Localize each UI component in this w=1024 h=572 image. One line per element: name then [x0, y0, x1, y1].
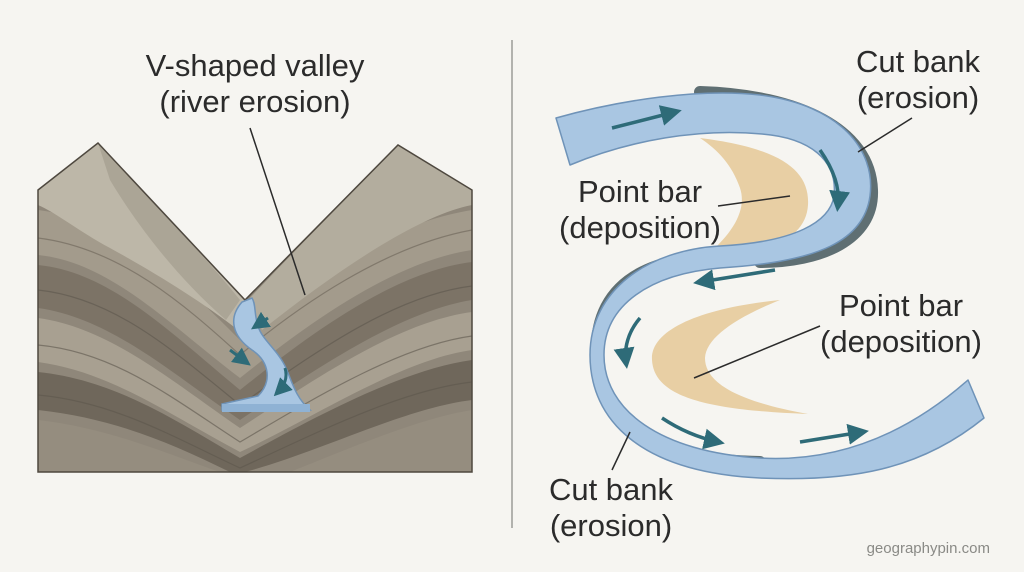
- valley-leader-line: [249, 127, 306, 296]
- watermark-text: geographypin.com: [866, 540, 990, 557]
- point-bar-left-line2: (deposition): [559, 210, 721, 245]
- v-valley-label-line1: V-shaped valley: [145, 48, 365, 83]
- cut-bank-bottom-line1: Cut bank: [548, 472, 674, 507]
- meander-river: [555, 92, 985, 480]
- point-bar-left-leader: [717, 195, 791, 207]
- meander-flow-arrow-6: [799, 423, 869, 445]
- cut-bank-top-leader: [857, 117, 913, 153]
- cut-bank-bottom-line2: (erosion): [549, 508, 673, 543]
- cut-bank-bottom-leader: [611, 431, 631, 471]
- cut-bank-top-line2: (erosion): [856, 80, 980, 115]
- rock-stratum-3: [38, 312, 472, 452]
- point-bar-right-line1: Point bar: [838, 288, 964, 323]
- rock-stratum-5: [38, 420, 220, 472]
- point-bar-upper: [690, 138, 809, 268]
- cut-bank-top-label: Cut bank (erosion): [838, 44, 998, 116]
- point-bar-left-label: Point bar (deposition): [540, 174, 740, 246]
- v-valley-block: [37, 127, 473, 473]
- rock-stratum-2: [38, 262, 472, 420]
- cut-bank-bottom-label: Cut bank (erosion): [526, 472, 696, 544]
- rock-stratum-6: [290, 410, 472, 472]
- v-valley-label-line2: (river erosion): [159, 84, 351, 119]
- meander-flow-arrow-3: [693, 268, 776, 291]
- point-bar-right-line2: (deposition): [820, 324, 982, 359]
- point-bar-right-leader: [693, 325, 821, 379]
- point-bar-right-label: Point bar (deposition): [806, 288, 996, 360]
- valley-flow-arrow-3: [273, 367, 293, 397]
- point-bar-lower: [651, 300, 808, 414]
- valley-flow-arrow-1: [251, 311, 271, 330]
- valley-flow-arrow-2: [229, 347, 251, 366]
- meander-flow-arrow-5: [661, 416, 725, 450]
- point-bar-left-line1: Point bar: [577, 174, 703, 209]
- cut-bank-top-line1: Cut bank: [855, 44, 981, 79]
- meander-flow-arrow-1: [611, 105, 682, 130]
- meander-diagram: [555, 86, 985, 480]
- meander-flow-arrow-4: [613, 316, 642, 369]
- valley-slope-shadow: [98, 143, 240, 320]
- v-valley-label: V-shaped valley (river erosion): [110, 48, 400, 120]
- meander-flow-arrow-2: [818, 148, 851, 212]
- valley-right-slope: [248, 145, 472, 330]
